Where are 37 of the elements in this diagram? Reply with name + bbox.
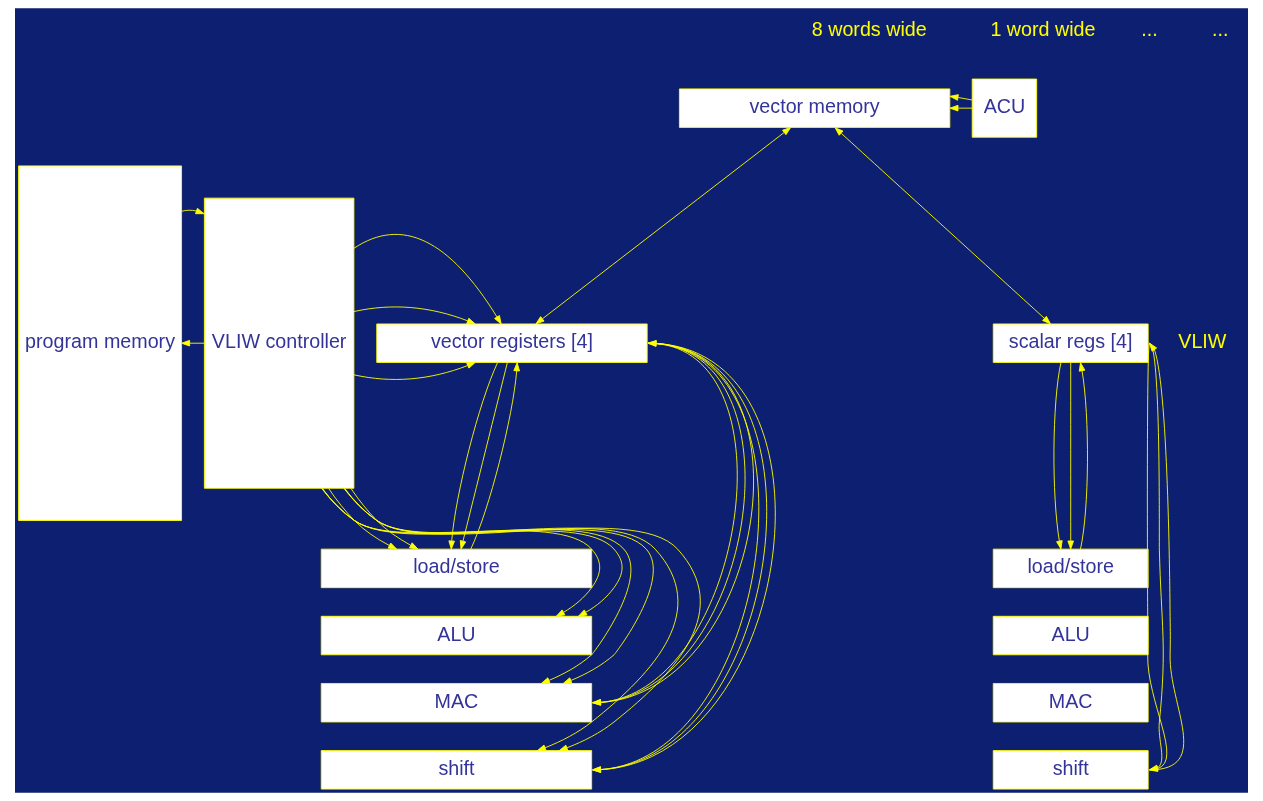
arrow (459, 362, 508, 550)
arrow (181, 207, 205, 215)
arrow (949, 94, 973, 101)
node-box: MAC (992, 683, 1149, 723)
node-box: vector memory (678, 88, 951, 128)
arrow (353, 234, 502, 325)
arrow (181, 339, 205, 347)
arrow (1053, 362, 1063, 550)
arrow (448, 362, 498, 550)
node-box: program memory (18, 165, 182, 521)
arrow (470, 362, 520, 550)
label: 1 word wide (990, 18, 1096, 41)
arrow (350, 488, 419, 550)
node-box: vector registers [4] (376, 323, 648, 363)
node-box: load/store (320, 548, 593, 589)
node-box: MAC (320, 683, 593, 723)
arrow (328, 488, 398, 550)
node-box: VLIW controller (203, 197, 355, 489)
node-box: load/store (992, 548, 1149, 589)
node-box: ALU (320, 615, 593, 656)
arrow (1067, 362, 1074, 550)
arrow (834, 127, 1051, 325)
node-box: ACU (971, 78, 1038, 138)
arrow (1078, 362, 1088, 550)
arrow (535, 127, 792, 325)
arrow (1149, 342, 1185, 771)
node-box: shift (320, 750, 593, 790)
node-box: ALU (992, 615, 1149, 656)
label: VLIW (1178, 330, 1227, 353)
label: 8 words wide (811, 18, 927, 41)
arrow (353, 362, 476, 380)
arrow (353, 306, 476, 325)
node-box: shift (992, 750, 1149, 790)
arrow (949, 104, 973, 112)
label: ... (1212, 18, 1229, 41)
label: ... (1141, 18, 1158, 41)
node-box: scalar regs [4] (992, 323, 1149, 363)
